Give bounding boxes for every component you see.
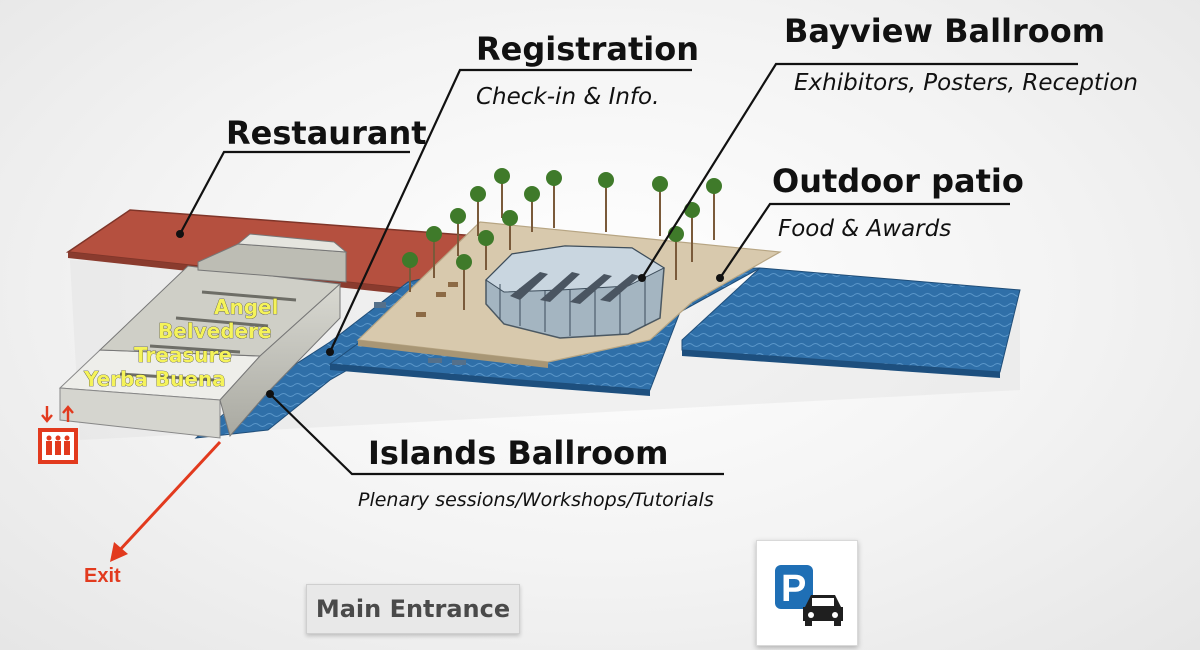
restaurant-title: Restaurant [226, 114, 427, 152]
islands-title: Islands Ballroom [368, 434, 668, 472]
elevator-icon [38, 405, 78, 464]
palm-trees [402, 168, 722, 310]
svg-text:P: P [781, 568, 806, 610]
registration-title: Registration [476, 30, 699, 68]
room-label-belvedere: Belvedere [158, 319, 272, 343]
room-label-yerba-buena: Yerba Buena [83, 367, 226, 391]
parking-icon[interactable]: P [756, 540, 858, 646]
patio-title: Outdoor patio [772, 162, 1024, 200]
main-entrance-label: Main Entrance [315, 595, 511, 623]
callout-dots [176, 230, 724, 398]
bayview-title: Bayview Ballroom [784, 12, 1105, 50]
callout-lines [179, 62, 1078, 476]
registration-subtitle: Check-in & Info. [476, 84, 659, 110]
parking-icon-graphic: P [775, 565, 843, 626]
patio-subtitle: Food & Awards [778, 216, 951, 242]
bayview-ballroom-building[interactable] [485, 245, 666, 339]
room-label-angel: Angel [214, 295, 278, 319]
bayview-subtitle: Exhibitors, Posters, Reception [794, 70, 1138, 96]
meeting-rooms-wing[interactable] [58, 233, 348, 439]
exit-arrow [110, 440, 222, 562]
islands-subtitle: Plenary sessions/Workshops/Tutorials [358, 489, 714, 511]
room-label-treasure: Treasure [134, 343, 232, 367]
outdoor-patio-deck[interactable] [681, 267, 1021, 378]
patio-tables [374, 282, 466, 365]
main-entrance-button[interactable]: Main Entrance [306, 584, 520, 634]
exit-label: Exit [84, 565, 121, 587]
meeting-room-labels: Angel Belvedere Treasure Yerba Buena [83, 295, 279, 392]
